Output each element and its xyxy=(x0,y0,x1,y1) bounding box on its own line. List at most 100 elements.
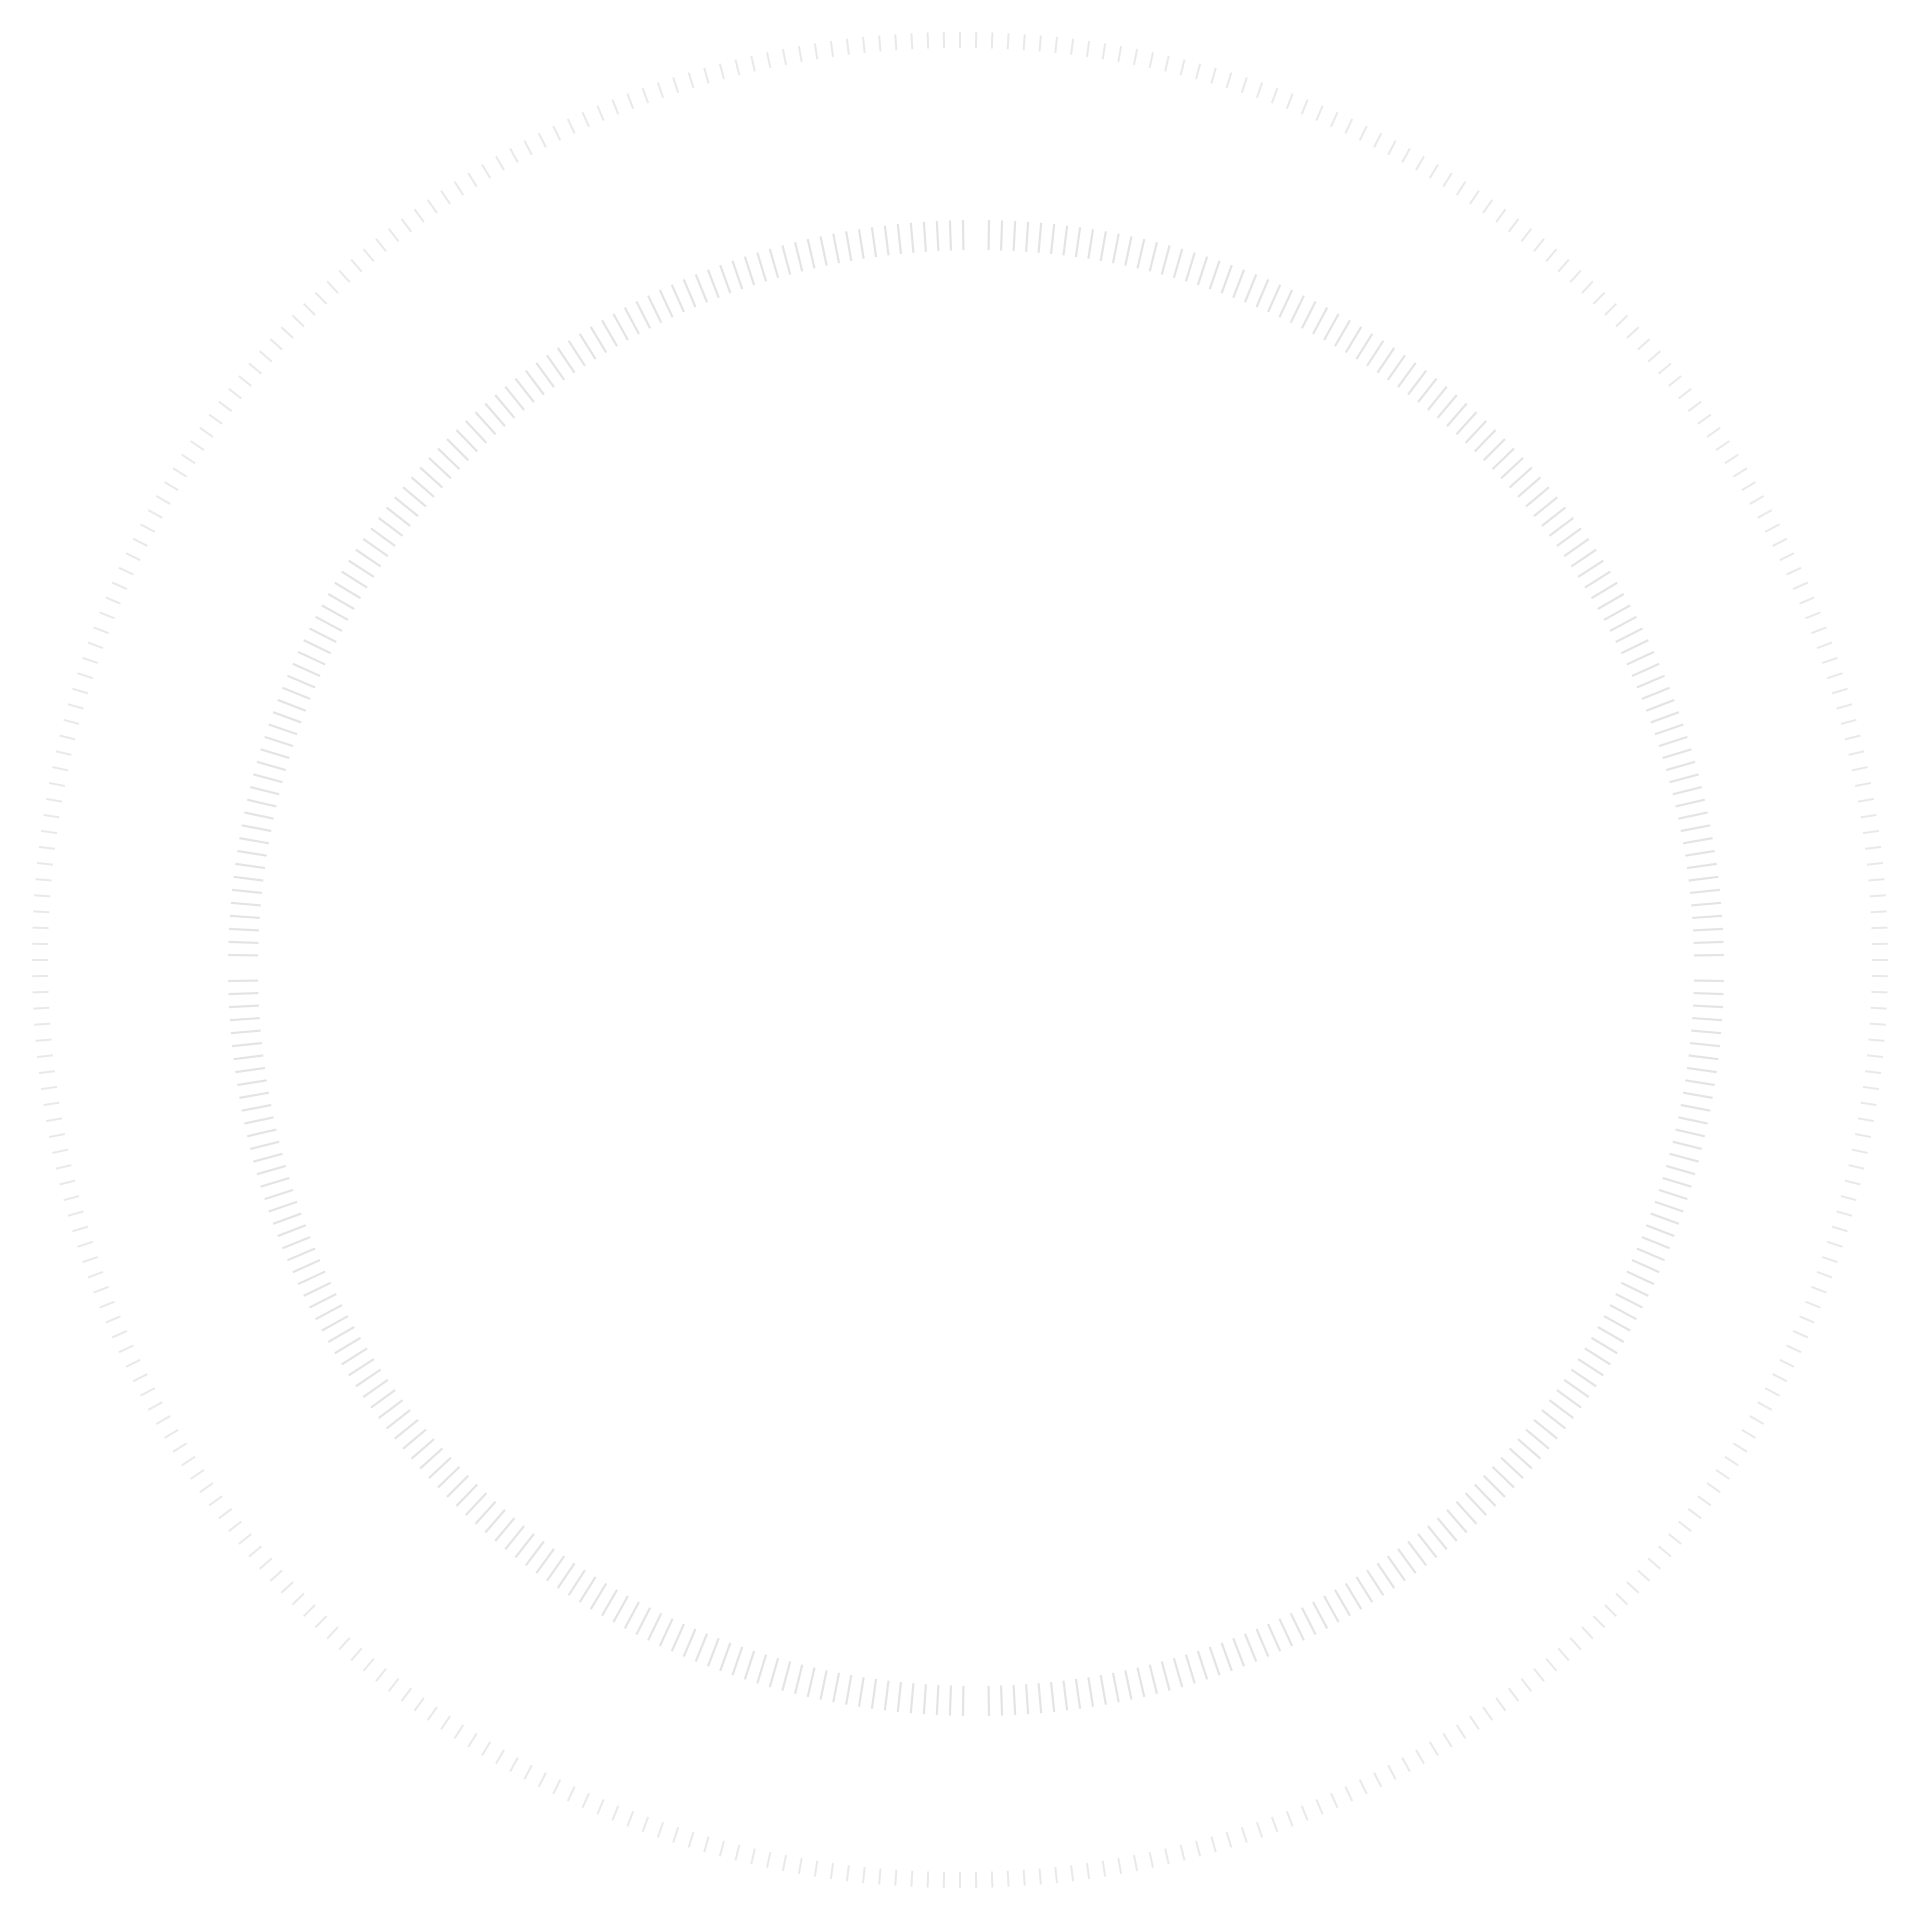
inner-tick-ring-tick xyxy=(437,447,461,471)
outer-tick-ring-tick xyxy=(1848,1164,1865,1170)
outer-tick-ring-tick xyxy=(894,1869,898,1886)
outer-tick-ring-tick xyxy=(734,59,741,76)
inner-tick-ring-tick xyxy=(1278,1618,1294,1647)
outer-tick-ring-tick xyxy=(1022,34,1026,51)
outer-tick-ring-tick xyxy=(1270,87,1279,104)
outer-tick-ring-tick xyxy=(59,734,76,741)
inner-tick-ring-tick xyxy=(896,1681,903,1713)
outer-tick-ring-tick xyxy=(1697,413,1712,425)
outer-tick-ring-tick xyxy=(1816,641,1833,650)
outer-tick-ring-tick xyxy=(611,99,620,115)
inner-tick-ring-tick xyxy=(235,1066,266,1074)
outer-tick-ring-tick xyxy=(82,1255,99,1264)
outer-tick-ring-tick xyxy=(845,38,850,55)
inner-tick-ring-tick xyxy=(1355,333,1374,360)
inner-tick-ring-tick xyxy=(253,1152,283,1163)
inner-tick-ring-tick xyxy=(743,1650,756,1680)
outer-tick-ring-tick xyxy=(1533,1668,1545,1682)
outer-tick-ring-tick xyxy=(581,111,590,128)
outer-tick-ring-tick xyxy=(1668,375,1682,387)
inner-tick-ring-tick xyxy=(1148,241,1159,272)
outer-tick-ring-tick xyxy=(926,32,930,49)
outer-tick-ring-tick xyxy=(326,1626,339,1640)
inner-tick-ring-tick xyxy=(327,593,355,610)
inner-tick-ring-tick xyxy=(287,674,316,689)
inner-tick-ring-tick xyxy=(635,1607,652,1635)
outer-tick-ring-tick xyxy=(1285,93,1294,109)
inner-tick-ring-tick xyxy=(1556,1389,1582,1409)
inner-tick-ring-tick xyxy=(1689,1041,1721,1048)
inner-tick-ring-tick xyxy=(428,1456,452,1479)
inner-tick-ring-tick xyxy=(385,506,411,527)
inner-tick-ring-tick xyxy=(1208,260,1221,290)
outer-tick-ring-tick xyxy=(1469,1715,1480,1730)
outer-tick-ring-tick xyxy=(1792,1330,1809,1339)
inner-tick-ring-tick xyxy=(1455,411,1478,436)
outer-tick-ring-tick xyxy=(172,1442,188,1453)
inner-tick-ring-tick xyxy=(1243,274,1258,303)
inner-tick-ring-tick xyxy=(1631,1259,1660,1274)
inner-tick-ring-tick xyxy=(1049,1681,1056,1713)
outer-tick-ring-tick xyxy=(164,481,179,492)
outer-tick-ring-tick xyxy=(362,248,375,263)
inner-tick-ring-tick xyxy=(1087,229,1095,260)
inner-tick-ring-tick xyxy=(706,1637,720,1667)
inner-tick-ring-tick xyxy=(1099,231,1107,262)
outer-tick-ring-tick xyxy=(1816,1270,1833,1279)
inner-tick-ring-tick xyxy=(1517,476,1542,498)
outer-tick-ring-tick xyxy=(672,1827,680,1843)
inner-tick-ring-tick xyxy=(370,1389,396,1409)
inner-tick-ring-tick xyxy=(1672,1140,1703,1151)
inner-tick-ring-tick xyxy=(1407,1540,1428,1567)
outer-tick-ring-tick xyxy=(34,1022,51,1026)
inner-tick-ring-tick xyxy=(1267,1623,1282,1652)
inner-tick-ring-tick xyxy=(315,615,343,632)
inner-tick-ring-tick xyxy=(1691,901,1722,907)
inner-tick-ring-tick xyxy=(1397,362,1417,388)
inner-tick-ring-tick xyxy=(832,233,841,264)
inner-tick-ring xyxy=(228,220,1724,1716)
inner-tick-ring-tick xyxy=(1686,1066,1717,1074)
outer-tick-ring-tick xyxy=(1210,1836,1217,1853)
outer-tick-ring-tick xyxy=(1757,1401,1773,1411)
outer-tick-ring-tick xyxy=(350,1647,363,1662)
outer-tick-ring-tick xyxy=(1401,1757,1411,1773)
outer-tick-ring-tick xyxy=(1133,48,1139,65)
outer-tick-ring-tick xyxy=(55,750,72,756)
inner-tick-ring-tick xyxy=(327,1326,355,1343)
outer-tick-ring-tick xyxy=(1647,350,1662,363)
inner-tick-ring-tick xyxy=(385,1409,411,1430)
inner-tick-ring-tick xyxy=(1184,252,1196,282)
outer-tick-ring-tick xyxy=(1865,845,1882,850)
inner-tick-ring-tick xyxy=(1255,1628,1270,1657)
outer-tick-ring-tick xyxy=(1851,766,1868,772)
outer-tick-ring-tick xyxy=(1678,1520,1692,1533)
inner-tick-ring-tick xyxy=(1590,1336,1618,1355)
inner-tick-ring-tick xyxy=(1609,1304,1637,1321)
outer-tick-ring-tick xyxy=(641,87,650,104)
inner-tick-ring-tick xyxy=(731,1646,744,1676)
inner-tick-ring-tick xyxy=(623,307,640,335)
inner-tick-ring-tick xyxy=(1615,1292,1643,1309)
inner-tick-ring-tick xyxy=(1658,1188,1688,1201)
outer-tick-ring-tick xyxy=(1779,1358,1795,1368)
inner-tick-ring-tick xyxy=(623,1601,640,1629)
outer-tick-ring-tick xyxy=(190,440,205,451)
inner-tick-ring-tick xyxy=(277,698,307,712)
inner-tick-ring-tick xyxy=(743,256,756,286)
inner-tick-ring-tick xyxy=(1662,748,1692,760)
outer-tick-ring-tick xyxy=(1615,1592,1629,1606)
outer-tick-ring-tick xyxy=(566,1786,576,1802)
inner-tick-ring-tick xyxy=(1626,1270,1655,1286)
outer-tick-ring-tick xyxy=(1831,1225,1848,1233)
inner-tick-ring-tick xyxy=(612,313,629,341)
inner-tick-ring-tick xyxy=(935,1684,940,1716)
outer-tick-ring-tick xyxy=(481,1741,492,1756)
outer-tick-ring-tick xyxy=(199,1482,214,1494)
outer-tick-ring-tick xyxy=(413,208,425,223)
inner-tick-ring-tick xyxy=(229,1016,260,1022)
outer-tick-ring-tick xyxy=(862,1866,866,1884)
outer-tick-ring-tick xyxy=(1592,1615,1606,1629)
outer-tick-ring-tick xyxy=(1195,1840,1202,1857)
outer-tick-ring-tick xyxy=(1604,303,1617,316)
